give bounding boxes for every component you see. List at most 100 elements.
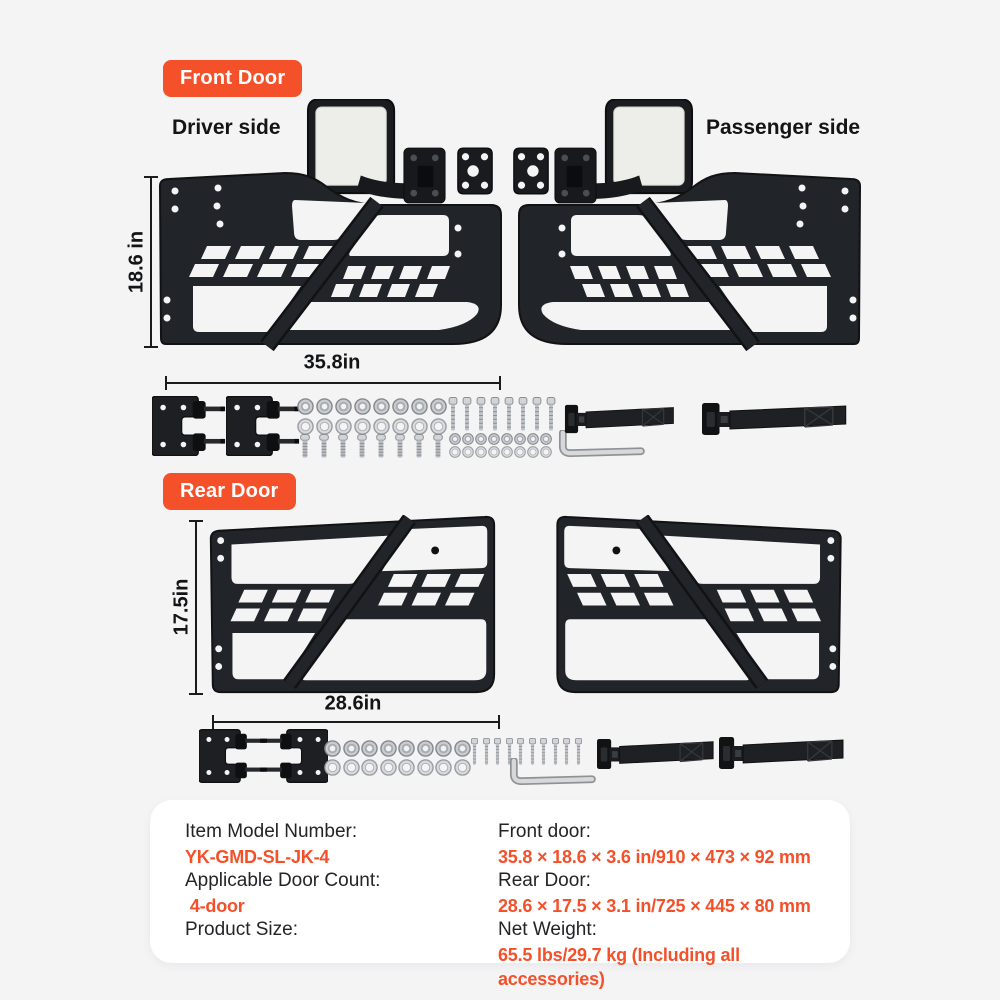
spec-label: Front door: [498,821,591,842]
front-door-passenger-image [515,172,865,354]
washer-icon [449,446,461,458]
front-door-height-dimension-line [144,176,158,348]
spec-label: Rear Door: [498,870,591,891]
small-nuts-row [449,433,552,445]
door-strap-icon [564,404,676,434]
front-door-driver-image [155,172,505,354]
rear-door-badge: Rear Door [163,473,296,510]
hex-nut-icon [454,740,471,757]
hex-nut-icon [501,433,513,445]
hex-nut-icon [417,740,434,757]
front-door-badge: Front Door [163,60,303,97]
door-strap-icon [597,738,715,770]
driver-side-label: Driver side [172,116,281,139]
washer-icon [540,446,552,458]
spec-value: 35.8 × 18.6 × 3.6 in/910 × 473 × 92 mm [498,846,811,867]
rear-door-height-dimension-line [189,520,203,695]
washer-icon [361,759,378,776]
hex-nut-icon [335,398,352,415]
bolt-icon [489,397,501,432]
spec-label: Applicable Door Count: [185,870,381,891]
hex-nut-icon [392,398,409,415]
allen-wrench-icon [553,430,645,457]
door-hinge-icon [226,396,300,456]
hex-nut-icon [324,740,341,757]
front-door-width-label: 35.8in [303,351,361,374]
door-hinge-icon [152,396,226,456]
washer-icon [430,418,447,435]
rear-door-width-dimension-line [212,715,500,729]
washer-icon [462,446,474,458]
washer-icon [373,418,390,435]
bolt-icon [517,397,529,432]
screw-icon [395,434,405,459]
washers-row [324,759,471,776]
washer-icon [514,446,526,458]
washer-icon [527,446,539,458]
washer-icon [411,418,428,435]
spec-value: YK-GMD-SL-JK-4 [185,846,330,867]
screw-icon [376,434,386,459]
bolt-icon [447,397,459,432]
screw-icon [357,434,367,459]
hex-nut-icon [343,740,360,757]
washer-icon [324,759,341,776]
rear-door-height-label: 17.5in [170,578,193,636]
screw-icon [319,434,329,459]
hex-nut-icon [540,433,552,445]
rear-door-width-label: 28.6in [324,692,382,715]
spec-value: 65.5 lbs/29.7 kg (Including all accessor… [498,944,745,990]
hex-nut-icon [430,398,447,415]
washer-icon [398,759,415,776]
washer-icon [297,418,314,435]
washer-icon [501,446,513,458]
bolts-row [447,397,557,432]
front-door-width-dimension-line [165,376,501,390]
bolt-icon [461,397,473,432]
screw-icon [300,434,310,459]
spec-column-right: Front door: 35.8 × 18.6 × 3.6 in/910 × 4… [498,820,843,992]
spec-column-left: Item Model Number: YK-GMD-SL-JK-4 Applic… [185,820,485,943]
bolt-icon [475,397,487,432]
small-washers-row [449,446,552,458]
door-hinge-icon [262,729,328,783]
hex-nut-icon [411,398,428,415]
screw-icon [433,434,443,459]
bolt-icon [503,397,515,432]
washer-icon [454,759,471,776]
screw-icon [338,434,348,459]
screw-icon [414,434,424,459]
washer-icon [475,446,487,458]
bolt-icon [545,397,557,432]
washer-icon [354,418,371,435]
hex-nut-icon [354,398,371,415]
washer-icon [343,759,360,776]
bolt-icon [481,738,492,766]
hex-nut-icon [488,433,500,445]
passenger-side-label: Passenger side [706,116,861,139]
spec-label: Item Model Number: [185,821,358,842]
rear-door-driver-image [198,515,505,697]
hex-nut-icon [380,740,397,757]
washer-icon [488,446,500,458]
washer-icon [392,418,409,435]
spec-value: 28.6 × 17.5 × 3.1 in/725 × 445 × 80 mm [498,895,811,916]
washers-row [297,418,447,435]
hex-nuts-row [324,740,471,757]
washer-icon [335,418,352,435]
washer-icon [380,759,397,776]
door-strap-icon [702,402,848,436]
front-door-height-label: 18.6 in [125,230,148,294]
hex-nut-icon [527,433,539,445]
rear-door-passenger-image [545,515,855,697]
screws-row [300,434,443,459]
spec-label: Product Size: [185,919,298,940]
hex-nut-icon [297,398,314,415]
hex-nut-icon [435,740,452,757]
washer-icon [435,759,452,776]
hex-nut-icon [514,433,526,445]
hex-nut-icon [475,433,487,445]
washer-icon [417,759,434,776]
hex-nut-icon [398,740,415,757]
door-hinge-icon [199,729,265,783]
